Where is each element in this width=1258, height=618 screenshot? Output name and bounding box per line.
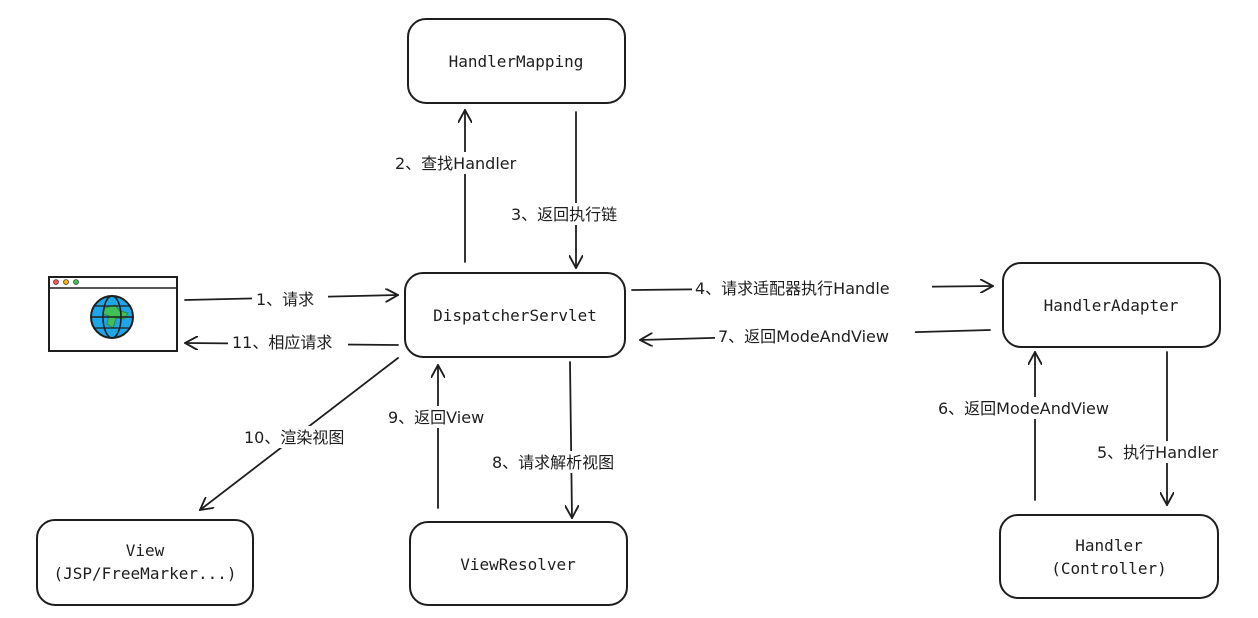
node-handler-adapter: HandlerAdapter xyxy=(1002,262,1221,348)
node-view-resolver: ViewResolver xyxy=(409,521,628,606)
label-8: 8、请求解析视图 xyxy=(492,453,614,472)
label-9: 9、返回View xyxy=(388,408,484,427)
node-label: HandlerAdapter xyxy=(1044,296,1179,315)
label-3: 3、返回执行链 xyxy=(511,205,617,224)
node-view: View (JSP/FreeMarker...) xyxy=(36,519,254,606)
node-handler: Handler (Controller) xyxy=(999,514,1219,599)
node-handler-mapping: HandlerMapping xyxy=(407,18,626,104)
label-7: 7、返回ModeAndView xyxy=(718,327,889,346)
browser-globe-icon xyxy=(48,276,178,352)
label-1: 1、请求 xyxy=(256,290,314,309)
label-6: 6、返回ModeAndView xyxy=(938,399,1109,418)
node-label: ViewResolver xyxy=(460,555,576,574)
edge-labels: 1、请求 11、相应请求 2、查找Handler 3、返回执行链 4、请求适配器… xyxy=(228,152,1244,473)
arrow-8 xyxy=(570,361,572,518)
node-label: DispatcherServlet xyxy=(433,306,597,325)
node-label: HandlerMapping xyxy=(449,52,584,71)
node-dispatcher-servlet: DispatcherServlet xyxy=(404,272,626,358)
label-4: 4、请求适配器执行Handle xyxy=(695,279,890,298)
label-2: 2、查找Handler xyxy=(395,154,517,173)
label-5: 5、执行Handler xyxy=(1097,443,1219,462)
node-label: Handler xyxy=(1075,536,1143,555)
node-label: View xyxy=(126,541,165,560)
label-11: 11、相应请求 xyxy=(232,333,332,352)
node-sublabel: (JSP/FreeMarker...) xyxy=(53,564,236,583)
node-sublabel: (Controller) xyxy=(1051,559,1167,578)
label-10: 10、渲染视图 xyxy=(244,428,344,447)
